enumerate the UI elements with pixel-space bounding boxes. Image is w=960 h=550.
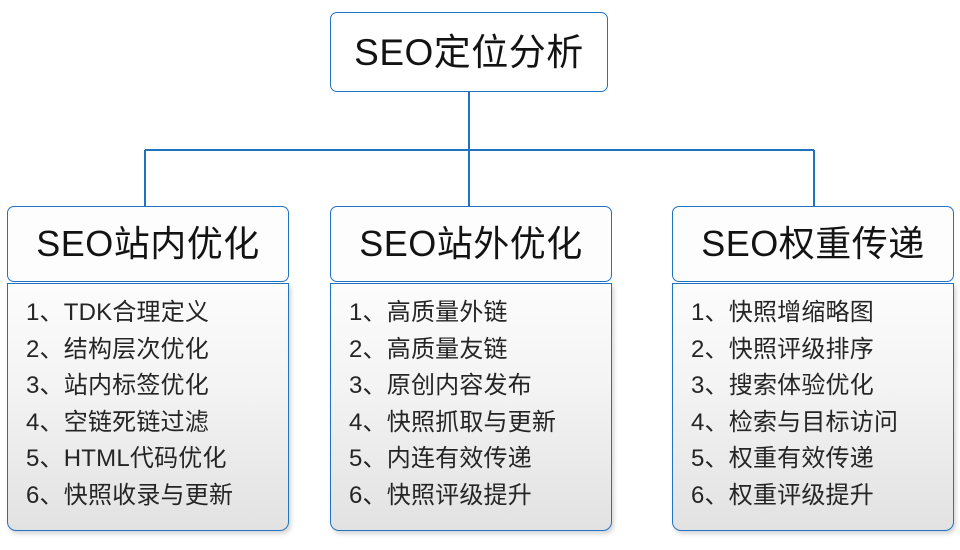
list-item-text: HTML代码优化 (63, 445, 227, 472)
branch-seo-weight: SEO权重传递 1、快照增缩略图 2、快照评级排序 3、搜索体验优化 4、检索与… (672, 206, 954, 531)
list-item: 5、HTML代码优化 (26, 441, 288, 478)
list-item-text: 高质量外链 (386, 299, 508, 326)
branch-seo-onsite: SEO站内优化 1、TDK合理定义 2、结构层次优化 3、站内标签优化 4、空链… (7, 206, 289, 531)
list-item-text: 权重有效传递 (728, 445, 874, 472)
branch-header-label: SEO站内优化 (36, 223, 260, 264)
list-item-number: 3、 (691, 372, 729, 399)
branch-body-seo-weight: 1、快照增缩略图 2、快照评级排序 3、搜索体验优化 4、检索与目标访问 5、权… (672, 283, 954, 531)
list-item-text: 原创内容发布 (386, 372, 532, 399)
list-item: 2、结构层次优化 (26, 332, 288, 369)
list-item-text: 快照评级排序 (728, 335, 874, 363)
branch-body-seo-offsite: 1、高质量外链 2、高质量友链 3、原创内容发布 4、快照抓取与更新 5、内连有… (330, 283, 612, 531)
list-item-number: 5、 (26, 445, 64, 472)
list-item-number: 1、 (349, 299, 387, 326)
list-item-number: 3、 (26, 372, 64, 399)
list-item: 4、快照抓取与更新 (349, 405, 611, 442)
list-item-text: 快照抓取与更新 (386, 408, 557, 436)
list-item: 5、内连有效传递 (349, 441, 611, 478)
list-item: 1、高质量外链 (349, 295, 611, 332)
list-item-number: 6、 (349, 481, 387, 509)
list-item-number: 5、 (691, 445, 729, 472)
list-item-text: 内连有效传递 (386, 445, 532, 472)
list-item: 1、快照增缩略图 (691, 295, 953, 332)
list-item: 3、原创内容发布 (349, 368, 611, 405)
list-item-number: 1、 (26, 299, 64, 326)
list-item-number: 4、 (349, 408, 387, 436)
list-item: 3、站内标签优化 (26, 368, 288, 405)
list-item-number: 5、 (349, 445, 387, 472)
list-item-text: TDK合理定义 (63, 299, 210, 326)
list-item-text: 站内标签优化 (63, 372, 209, 399)
list-item-number: 4、 (691, 408, 729, 436)
list-item-number: 2、 (26, 335, 64, 363)
list-item-number: 2、 (691, 335, 729, 363)
list-item: 1、TDK合理定义 (26, 295, 288, 332)
list-item: 2、高质量友链 (349, 332, 611, 369)
list-item-text: 权重评级提升 (728, 481, 874, 509)
root-node-label: SEO定位分析 (354, 31, 584, 73)
branch-item-list: 1、高质量外链 2、高质量友链 3、原创内容发布 4、快照抓取与更新 5、内连有… (331, 295, 611, 514)
list-item-number: 6、 (691, 481, 729, 509)
branch-seo-offsite: SEO站外优化 1、高质量外链 2、高质量友链 3、原创内容发布 4、快照抓取与… (330, 206, 612, 531)
list-item-number: 1、 (691, 299, 729, 326)
root-node[interactable]: SEO定位分析 (330, 12, 608, 92)
list-item-text: 高质量友链 (386, 335, 508, 363)
list-item-number: 6、 (26, 481, 64, 509)
branch-header-seo-offsite[interactable]: SEO站外优化 (330, 206, 612, 282)
list-item: 6、权重评级提升 (691, 478, 953, 515)
list-item-text: 结构层次优化 (63, 335, 209, 363)
list-item-text: 搜索体验优化 (728, 372, 874, 399)
list-item: 4、空链死链过滤 (26, 405, 288, 442)
list-item: 6、快照评级提升 (349, 478, 611, 515)
list-item-text: 快照评级提升 (386, 481, 532, 509)
list-item: 3、搜索体验优化 (691, 368, 953, 405)
branch-item-list: 1、TDK合理定义 2、结构层次优化 3、站内标签优化 4、空链死链过滤 5、H… (8, 295, 288, 514)
list-item: 6、快照收录与更新 (26, 478, 288, 515)
branch-header-seo-weight[interactable]: SEO权重传递 (672, 206, 954, 282)
list-item: 2、快照评级排序 (691, 332, 953, 369)
list-item-text: 快照收录与更新 (63, 481, 234, 509)
list-item-number: 3、 (349, 372, 387, 399)
branch-header-label: SEO权重传递 (701, 223, 925, 264)
list-item-text: 快照增缩略图 (728, 299, 874, 326)
branch-header-label: SEO站外优化 (359, 223, 583, 264)
list-item-text: 空链死链过滤 (63, 408, 209, 436)
list-item-number: 4、 (26, 408, 64, 436)
list-item-number: 2、 (349, 335, 387, 363)
branch-body-seo-onsite: 1、TDK合理定义 2、结构层次优化 3、站内标签优化 4、空链死链过滤 5、H… (7, 283, 289, 531)
branch-header-seo-onsite[interactable]: SEO站内优化 (7, 206, 289, 282)
list-item: 5、权重有效传递 (691, 441, 953, 478)
branch-item-list: 1、快照增缩略图 2、快照评级排序 3、搜索体验优化 4、检索与目标访问 5、权… (673, 295, 953, 514)
list-item-text: 检索与目标访问 (728, 408, 899, 436)
list-item: 4、检索与目标访问 (691, 405, 953, 442)
